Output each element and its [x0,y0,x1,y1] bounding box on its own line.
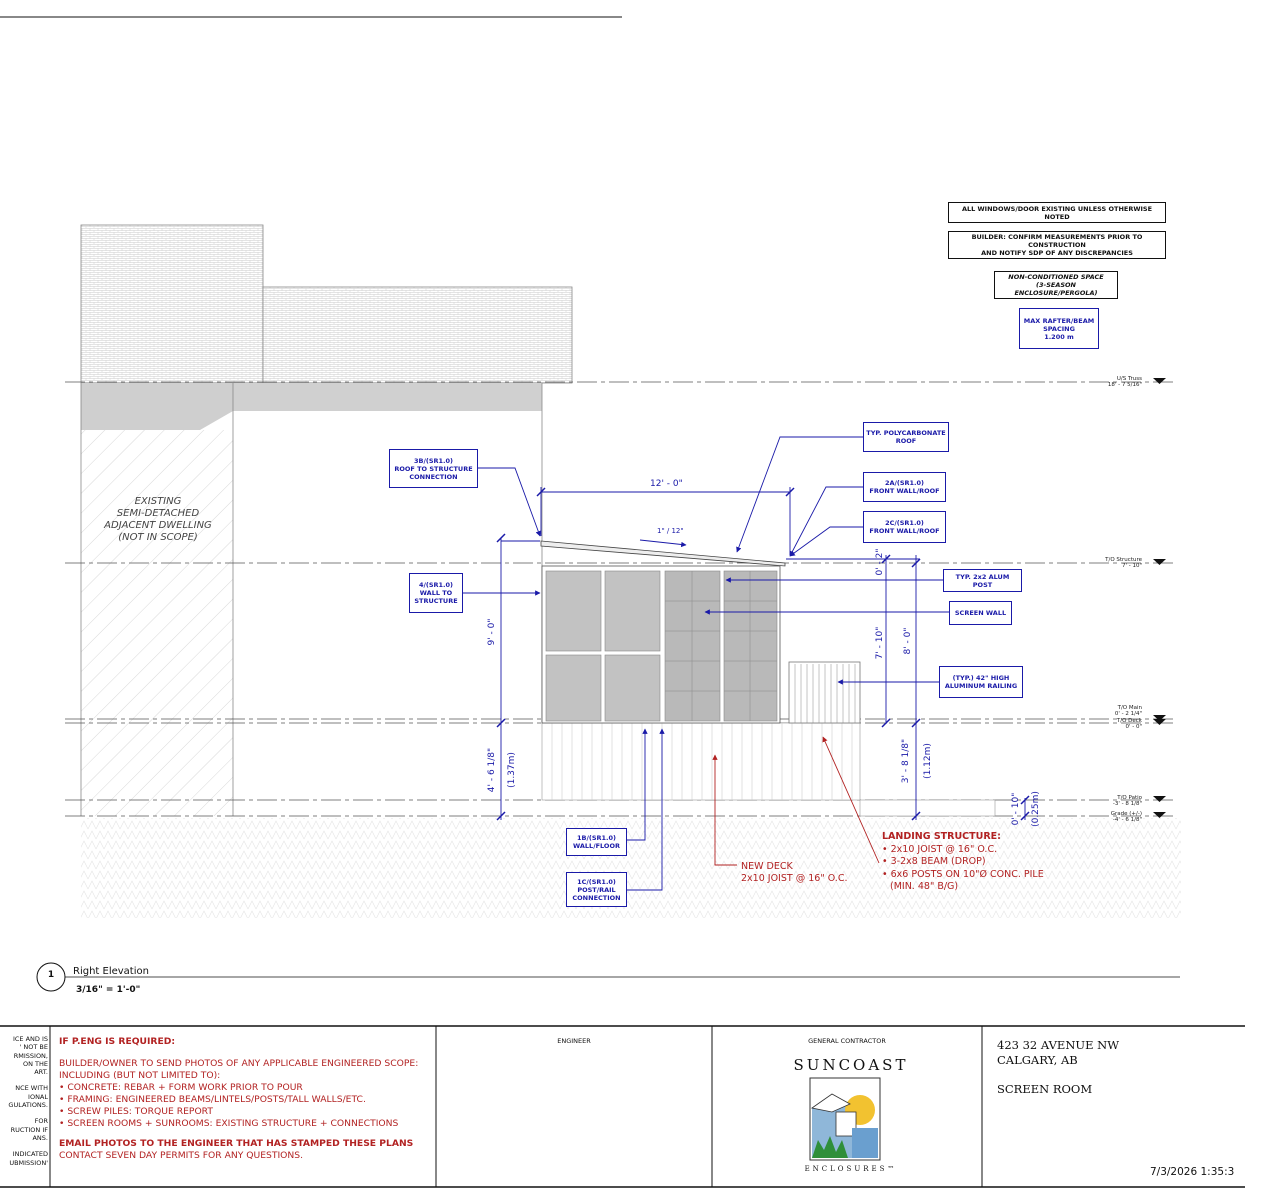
existing-dwelling-hatch [81,430,233,816]
engineer-label: ENGINEER [557,1037,591,1045]
new-deck-note: NEW DECK 2x10 JOIST @ 16" O.C. [741,861,848,884]
note-rafter-spacing: MAX RAFTER/BEAM SPACING 1.200 m [1019,308,1099,349]
tag-screen-wall: SCREEN WALL [949,601,1012,625]
dim-height-wall: 7' - 10" [875,626,885,660]
tag-2c-front-wall: 2C/(SR1.0)FRONT WALL/ROOF [863,511,946,543]
suncoast-logo-art [809,1077,881,1161]
note-confirm-measurements: BUILDER: CONFIRM MEASUREMENTS PRIOR TO C… [948,231,1166,259]
project-address: 423 32 AVENUE NW CALGARY, AB [997,1038,1120,1067]
ground-soil [81,818,1181,918]
screen-room [540,540,786,724]
dim-height-main: 9' - 0" [487,618,497,646]
suncoast-logo-bottom: ENCLOSURES™ [804,1165,898,1173]
dim-height-top: 0' - 2" [875,548,885,576]
landing-structure-note: LANDING STRUCTURE: • 2x10 JOIST @ 16" O.… [882,831,1044,892]
dim-height-grade-m: (0.25m) [1031,791,1041,827]
tag-1b-wall-floor: 1B/(SR1.0)WALL/FLOOR [566,828,627,856]
view-title: Right Elevation [73,966,149,977]
general-contractor-label: GENERAL CONTRACTOR [808,1037,886,1045]
disclaimer-fragment: ICE AND IS ' NOT BE RMISSION, ON THE ART… [8,1035,48,1167]
note-windows-existing: ALL WINDOWS/DOOR EXISTING UNLESS OTHERWI… [948,202,1166,223]
dim-height-lower-m: (1.37m) [507,752,517,788]
dim-height-grade: 0' - 10" [1011,792,1021,826]
view-scale: 3/16" = 1'-0" [76,985,141,995]
deck-skirting [541,722,861,801]
dim-height-landing-m: (1.12m) [923,743,933,779]
dim-width: 12' - 0" [650,479,683,489]
level-grade: Grade (+/-)-4' - 6 1/8" [1110,811,1142,823]
dim-height-rail: 8' - 0" [903,627,913,655]
project-name: SCREEN ROOM [997,1082,1093,1096]
dim-height-lower: 4' - 6 1/8" [487,747,497,793]
existing-dwelling-label: EXISTING SEMI-DETACHED ADJACENT DWELLING… [104,496,212,543]
existing-upper-wall [262,286,573,384]
existing-chimney [80,224,264,384]
tag-2a-front-wall: 2A/(SR1.0)FRONT WALL/ROOF [863,472,946,502]
suncoast-logo-top: SUNCOAST [793,1056,909,1074]
aluminum-railing [788,661,861,724]
tag-alum-post: TYP. 2x2 ALUM POST [943,569,1022,592]
peng-requirements: IF P.ENG IS REQUIRED: BUILDER/OWNER TO S… [59,1036,419,1161]
level-to-patio: T/O Patio-3' - 8 1/8" [1112,795,1142,807]
view-number: 1 [47,970,55,980]
dim-slope: 1" / 12" [657,527,684,535]
note-non-conditioned: NON-CONDITIONED SPACE (3-SEASON ENCLOSUR… [994,271,1118,299]
dim-height-landing: 3' - 8 1/8" [901,738,911,784]
plot-timestamp: 7/3/2026 1:35:3 [1150,1166,1235,1178]
